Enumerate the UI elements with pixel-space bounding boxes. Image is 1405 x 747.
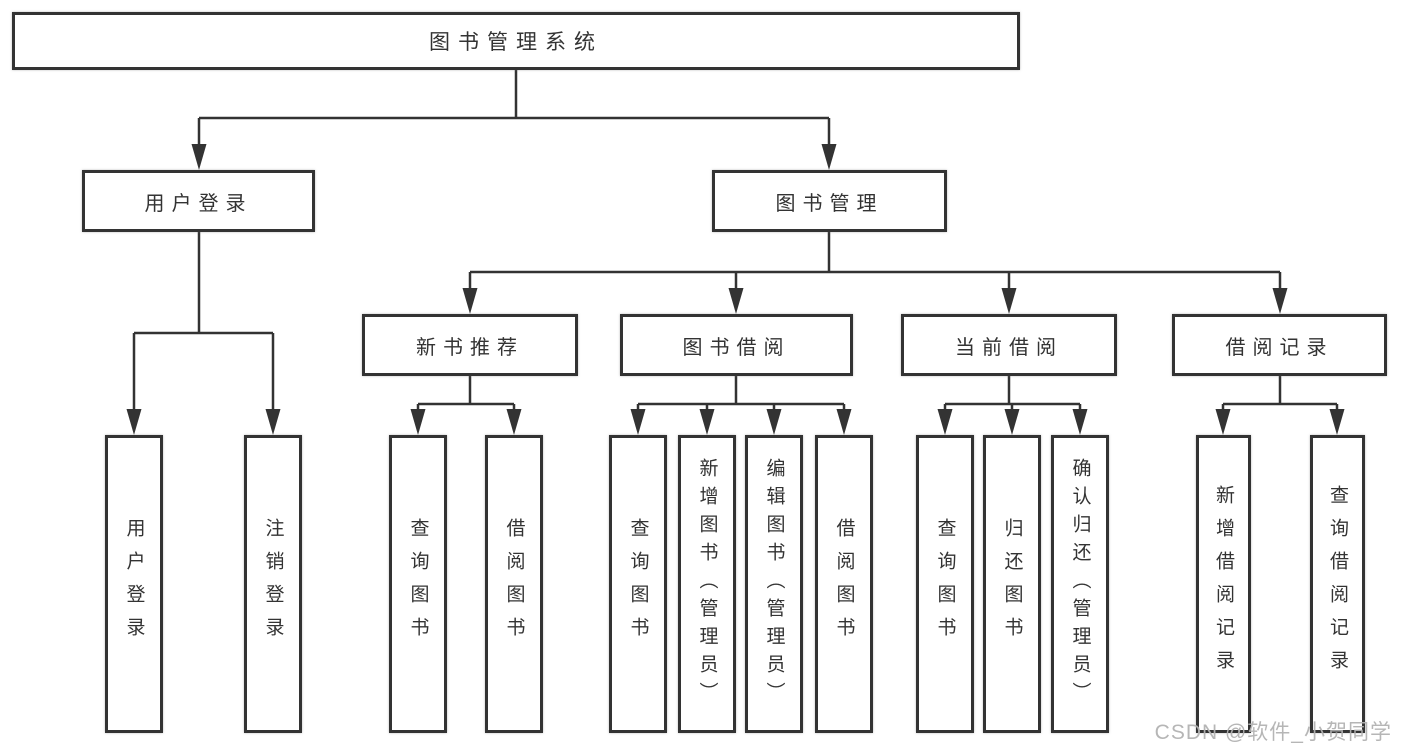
leaf-label: 归还图书: [1001, 518, 1023, 650]
connector-newbook-to-children: [410, 376, 522, 435]
arrowhead-newbook: [462, 288, 478, 314]
leaf-label: 新增图书（管理员）: [696, 458, 718, 710]
connector-mgmt-to-level3: [462, 232, 1288, 314]
connector-root-to-level2: [191, 70, 837, 170]
arrowhead-cb-return: [1004, 409, 1020, 435]
leaf-newbook-borrow-books: 借阅图书: [485, 435, 543, 733]
arrowhead-userlogin-leaf: [126, 409, 142, 435]
arrowhead-logout-leaf: [265, 409, 281, 435]
leaf-label: 用户登录: [123, 518, 145, 650]
leaf-label: 查询图书: [934, 518, 956, 650]
leaf-current-return-books: 归还图书: [983, 435, 1041, 733]
node-label: 图书借阅: [682, 336, 791, 359]
leaf-label: 借阅图书: [503, 518, 525, 650]
csdn-watermark: CSDN @软件_小贺同学: [1154, 721, 1392, 744]
leaf-records-add-record: 新增借阅记录: [1196, 435, 1251, 733]
leaf-label: 编辑图书（管理员）: [763, 458, 785, 710]
connector-records-to-children: [1215, 376, 1345, 435]
node-label: 图书管理系统: [429, 31, 603, 54]
node-label: 用户登录: [144, 192, 253, 215]
arrowhead-bb-edit: [766, 409, 782, 435]
arrowhead-cb-confirm: [1072, 409, 1088, 435]
node-book-management: 图书管理: [712, 170, 947, 232]
leaf-logout: 注销登录: [244, 435, 302, 733]
leaf-borrow-borrow-books: 借阅图书: [815, 435, 873, 733]
connector-borrow-to-children: [630, 376, 852, 435]
leaf-label: 查询图书: [407, 518, 429, 650]
node-label: 新书推荐: [416, 336, 524, 359]
arrowhead-borrow: [728, 288, 744, 314]
arrowhead-bb-borrow: [836, 409, 852, 435]
arrowhead-nb-query: [410, 409, 426, 435]
leaf-label: 注销登录: [262, 518, 284, 650]
leaf-label: 确认归还（管理员）: [1069, 458, 1091, 710]
arrowhead-current: [1001, 288, 1017, 314]
leaf-user-login: 用户登录: [105, 435, 163, 733]
node-borrowing-records: 借阅记录: [1172, 314, 1387, 376]
leaf-newbook-query-books: 查询图书: [389, 435, 447, 733]
leaf-label: 借阅图书: [833, 518, 855, 650]
node-user-login: 用户登录: [82, 170, 315, 232]
arrowhead-nb-borrow: [506, 409, 522, 435]
arrowhead-rec-query: [1329, 409, 1345, 435]
arrowhead-bb-add: [699, 409, 715, 435]
arrowhead-records: [1272, 288, 1288, 314]
leaf-current-confirm-return-admin: 确认归还（管理员）: [1051, 435, 1109, 733]
node-label: 借阅记录: [1225, 336, 1334, 359]
leaf-current-query-books: 查询图书: [916, 435, 974, 733]
node-new-book-recommend: 新书推荐: [362, 314, 578, 376]
arrowhead-user-login: [191, 144, 207, 170]
arrowhead-book-mgmt: [821, 144, 837, 170]
leaf-records-query-record: 查询借阅记录: [1310, 435, 1365, 733]
leaf-label: 查询图书: [627, 518, 649, 650]
arrowhead-cb-query: [937, 409, 953, 435]
leaf-borrow-query-books: 查询图书: [609, 435, 667, 733]
node-current-borrowing: 当前借阅: [901, 314, 1117, 376]
connector-current-to-children: [937, 376, 1088, 435]
node-book-borrowing: 图书借阅: [620, 314, 853, 376]
node-label: 图书管理: [775, 192, 884, 215]
leaf-label: 查询借阅记录: [1327, 485, 1348, 683]
leaf-label: 新增借阅记录: [1213, 485, 1234, 683]
arrowhead-bb-query: [630, 409, 646, 435]
node-system-root: 图书管理系统: [12, 12, 1020, 70]
connector-login-to-children: [126, 232, 281, 435]
arrowhead-rec-add: [1215, 409, 1231, 435]
leaf-borrow-edit-books-admin: 编辑图书（管理员）: [745, 435, 803, 733]
leaf-borrow-add-books-admin: 新增图书（管理员）: [678, 435, 736, 733]
node-label: 当前借阅: [955, 336, 1063, 359]
